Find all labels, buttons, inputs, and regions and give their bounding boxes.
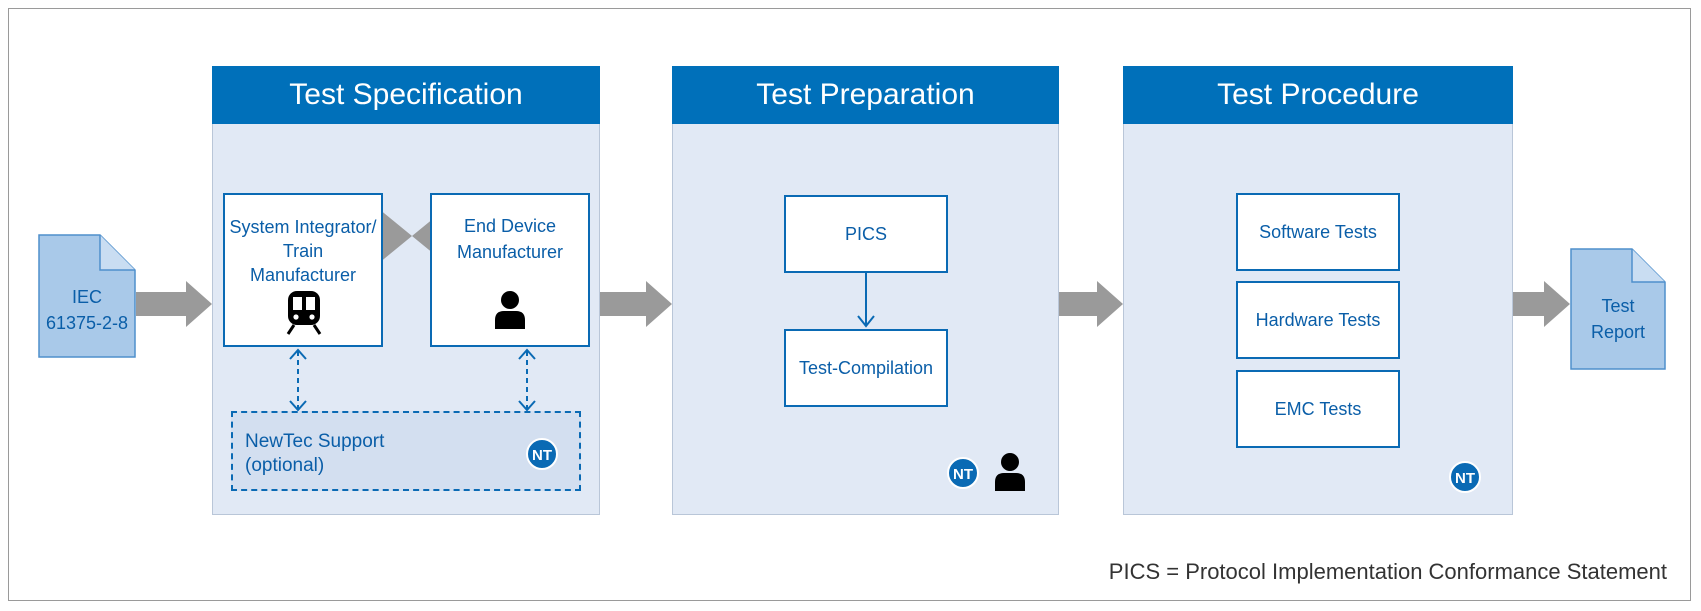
end-device-line1: End Device [463,216,557,236]
pics-footnote: PICS = Protocol Implementation Conforman… [1108,559,1667,584]
newtec-logo: NT [1449,461,1481,493]
iec-doc-line2: 61375-2-8 [45,313,129,333]
emc-tests-label: EMC Tests [1274,399,1362,419]
newtec-logo: NT [526,438,558,470]
newtec-logo: NT [947,457,979,489]
svg-text:NT: NT [953,466,973,483]
software-tests-label: Software Tests [1259,222,1377,242]
train-icon [286,291,322,335]
emc-tests-box: EMC Tests [1236,370,1400,448]
test-report-document: Test Report [1570,248,1666,370]
end-device-box: End Device Manufacturer [430,193,590,347]
svg-text:NT: NT [1455,470,1475,487]
support-line2: (optional) [245,455,325,476]
test-compilation-box: Test-Compilation [784,329,948,407]
panel-title: Test Specification [212,66,600,124]
document-icon [38,234,136,358]
flow-arrow-4 [1513,281,1570,327]
flow-arrow-3 [1059,281,1123,327]
support-arrows [289,348,536,412]
support-line1: NewTec Support [245,431,385,452]
hardware-tests-box: Hardware Tests [1236,281,1400,359]
system-integrator-line2: Train [282,241,324,261]
svg-text:NT: NT [532,447,552,464]
system-integrator-line1: System Integrator/ [229,217,377,237]
flow-arrow-2 [600,281,672,327]
collaboration-connector [379,209,445,263]
flow-arrow-1 [136,281,212,327]
report-doc-line2: Report [1590,322,1646,342]
software-tests-box: Software Tests [1236,193,1400,271]
report-doc-line1: Test [1601,296,1635,316]
system-integrator-line3: Manufacturer [249,265,357,285]
pics-box: PICS [784,195,948,273]
iec-doc-line1: IEC [71,287,102,307]
hardware-tests-label: Hardware Tests [1255,310,1381,330]
panel-test-preparation: Test Preparation PICS Test-Compilation N… [672,66,1059,515]
iec-standard-document: IEC 61375-2-8 [38,234,136,358]
panel-test-procedure: Test Procedure Software Tests Hardware T… [1123,66,1513,515]
newtec-support-box: NewTec Support (optional) [231,411,581,491]
panel-title: Test Preparation [672,66,1059,124]
person-icon [495,291,525,329]
panel-test-specification: Test Specification System Integrator/ Tr… [212,66,600,515]
test-compilation-label: Test-Compilation [798,358,934,378]
pics-to-compilation-arrow [857,273,875,328]
pics-label: PICS [844,224,887,244]
person-icon [995,453,1025,491]
document-icon [1570,248,1666,370]
end-device-line2: Manufacturer [456,242,564,262]
panel-title: Test Procedure [1123,66,1513,124]
